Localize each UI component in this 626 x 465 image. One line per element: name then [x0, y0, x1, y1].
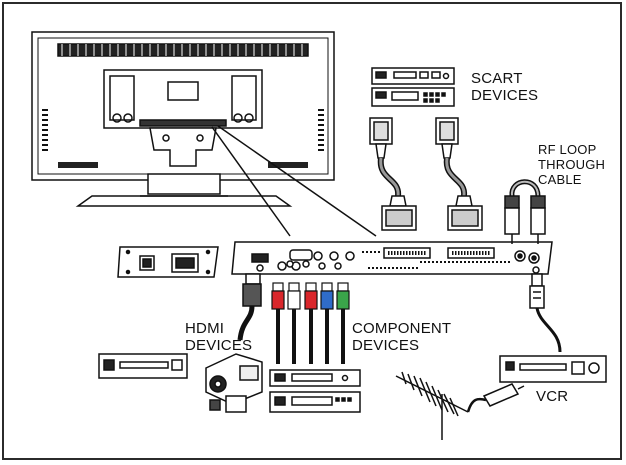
rf-loop-label-line-3: CABLE	[538, 172, 582, 187]
component-label-line-2: DEVICES	[352, 337, 420, 354]
rca-cables-icon	[271, 282, 350, 364]
vcr-cable-icon	[529, 273, 562, 353]
scart-label-line-1: SCART	[471, 70, 523, 87]
component-label-line-1: COMPONENT	[352, 320, 452, 337]
hdmi-label-line-2: DEVICES	[185, 337, 253, 354]
scart-cable-icon	[369, 117, 417, 231]
camcorder-icon	[205, 353, 263, 413]
vcr-icon	[499, 355, 607, 383]
tv-rear-icon	[31, 31, 335, 207]
vcr-label-text: VCR	[536, 388, 569, 405]
antenna-icon	[395, 371, 469, 440]
callout-lines	[211, 125, 377, 237]
rf-loop-label-line-2: THROUGH	[538, 157, 606, 172]
component-devices-label: COMPONENT DEVICES	[352, 320, 451, 354]
scart-label-line-2: DEVICES	[471, 87, 539, 104]
vcr-label: VCR	[536, 388, 568, 405]
power-panel-icon	[117, 246, 219, 278]
hdmi-device-icon	[98, 353, 188, 379]
antenna-plug-icon	[466, 383, 525, 413]
hdmi-cable-icon	[237, 273, 262, 341]
rf-loop-label-line-1: RF LOOP	[538, 142, 597, 157]
scart-device-icon	[371, 67, 455, 107]
hdmi-devices-label: HDMI DEVICES	[185, 320, 252, 354]
rf-loop-label: RF LOOP THROUGH CABLE	[538, 142, 605, 187]
rf-loop-cable-icon	[504, 179, 546, 244]
scart-cable-icon	[435, 117, 483, 231]
hdmi-label-line-1: HDMI	[185, 320, 225, 337]
connector-panel-icon	[231, 241, 553, 275]
scart-devices-label: SCART DEVICES	[471, 70, 538, 104]
component-device-icon	[269, 369, 361, 413]
